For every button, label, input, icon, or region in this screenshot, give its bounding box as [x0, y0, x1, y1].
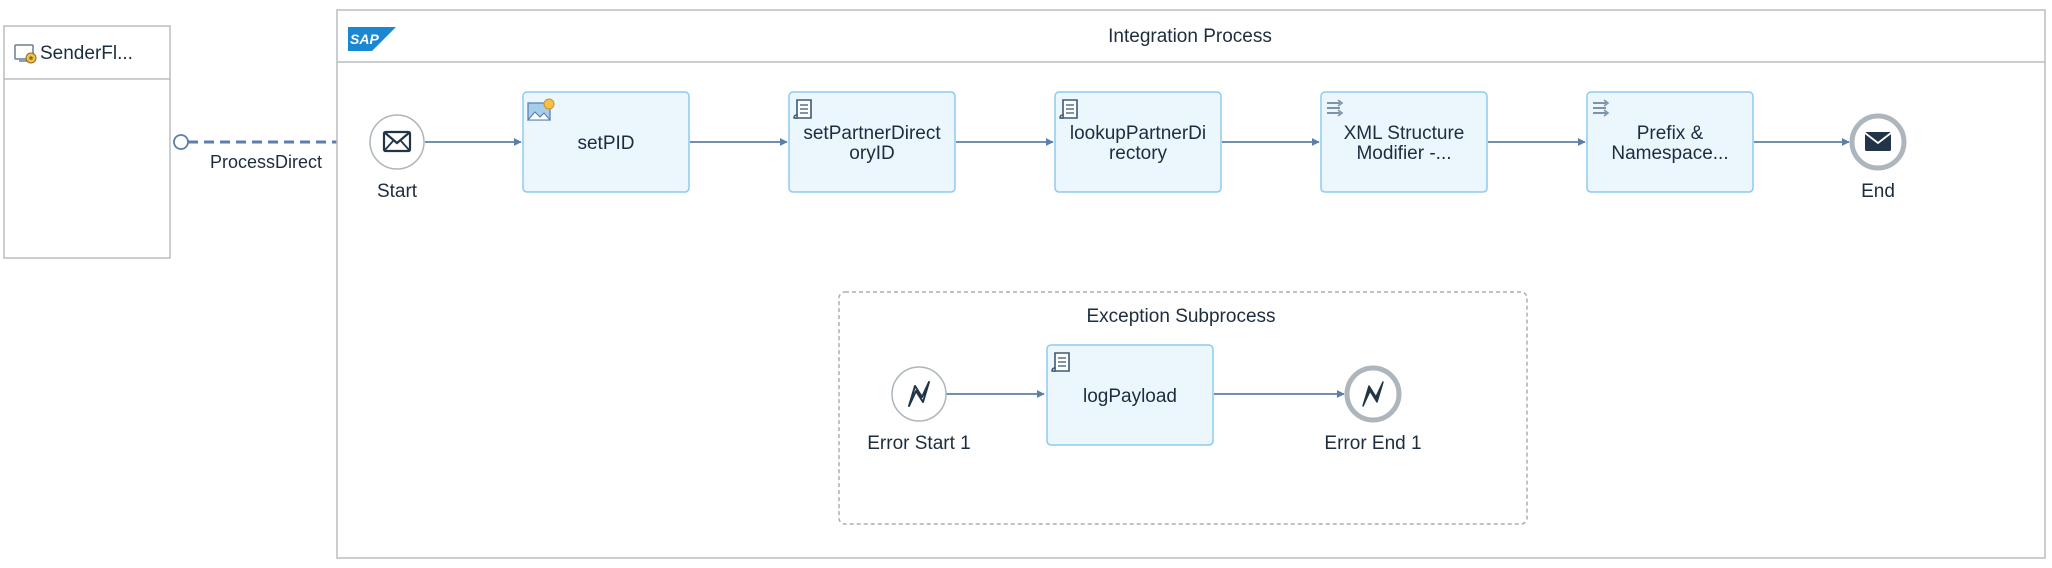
content-modifier-icon — [526, 98, 555, 121]
end-event-label: End — [1861, 181, 1895, 202]
sender-title: SenderFl... — [40, 43, 133, 64]
task-label-line: logPayload — [1083, 386, 1177, 407]
script-icon — [793, 99, 812, 119]
end-event[interactable]: End — [1849, 113, 1907, 202]
error-start-event[interactable]: Error Start 1 — [867, 366, 971, 454]
sender-system-icon — [14, 44, 37, 64]
envelope-filled-icon — [1864, 132, 1892, 151]
process-title: Integration Process — [1108, 26, 1272, 47]
start-event-label: Start — [377, 181, 418, 202]
process-step-4[interactable]: Prefix &Namespace... — [1586, 91, 1754, 193]
script-icon — [1051, 352, 1070, 372]
start-event[interactable]: Start — [369, 114, 425, 202]
task-box[interactable] — [1054, 91, 1222, 193]
converter-icon — [1327, 99, 1344, 117]
lightning-filled-icon — [1362, 381, 1384, 407]
channel-connector[interactable] — [173, 134, 189, 150]
task-label-line: lookupPartnerDi — [1070, 123, 1206, 144]
error-start-label: Error Start 1 — [867, 433, 970, 454]
task-box[interactable] — [1046, 344, 1214, 446]
task-label-line: XML Structure — [1344, 123, 1465, 144]
lightning-outline-icon — [908, 381, 930, 407]
sap-logo: SAP — [348, 27, 396, 51]
task-box[interactable] — [522, 91, 690, 193]
error-end-event[interactable]: Error End 1 — [1324, 365, 1422, 454]
task-box[interactable] — [1586, 91, 1754, 193]
subprocess-title: Exception Subprocess — [1086, 306, 1275, 327]
error-end-label: Error End 1 — [1324, 433, 1421, 454]
task-label-line: oryID — [849, 143, 894, 164]
channel-label: ProcessDirect — [210, 152, 322, 172]
sender-participant[interactable]: SenderFl... — [3, 25, 171, 259]
task-label-line: Prefix & — [1637, 123, 1704, 144]
task-box[interactable] — [788, 91, 956, 193]
subprocess-step-0[interactable]: logPayload — [1046, 344, 1214, 446]
task-label-line: Namespace... — [1611, 143, 1728, 164]
process-step-0[interactable]: setPID — [522, 91, 690, 193]
svg-text:SAP: SAP — [350, 31, 379, 47]
envelope-icon — [382, 130, 412, 153]
script-icon — [1059, 99, 1078, 119]
task-label-line: rectory — [1109, 143, 1168, 164]
task-label-line: setPartnerDirect — [803, 123, 941, 144]
task-label-line: Modifier -... — [1356, 143, 1451, 164]
task-label-line: setPID — [577, 133, 634, 154]
converter-icon — [1593, 99, 1610, 117]
task-box[interactable] — [1320, 91, 1488, 193]
